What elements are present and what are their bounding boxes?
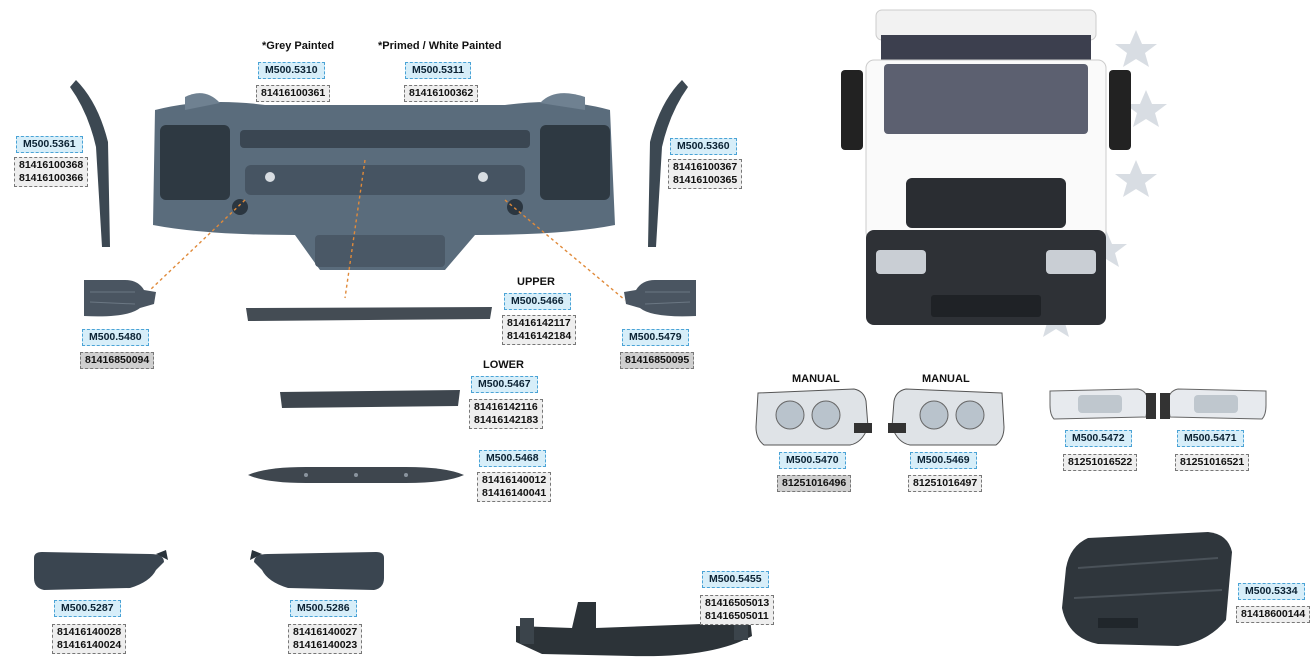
foglamp-left-image	[1049, 388, 1156, 420]
part-number: 81251016496	[782, 477, 847, 489]
front-bumper-image	[153, 93, 615, 270]
part-number: 81416140041	[482, 487, 547, 499]
part-code-step-left: M500.5287	[54, 600, 121, 617]
part-numbers-corner-left: 81416100368 81416100366	[14, 157, 89, 187]
part-code-foglamp-left: M500.5472	[1065, 430, 1132, 447]
headlamp-right-image	[888, 388, 1005, 446]
part-number: 81416100361	[261, 87, 326, 99]
part-number: 81416140027	[293, 626, 358, 638]
flap-right-image	[624, 280, 696, 317]
part-code-corner-right: M500.5360	[670, 138, 737, 155]
part-number: 81416142116	[474, 401, 538, 413]
part-number: 81416140028	[57, 626, 122, 638]
part-number: 81416140023	[293, 639, 358, 651]
part-code-step-right: M500.5286	[290, 600, 357, 617]
part-number: 81416140024	[57, 639, 122, 651]
step-cover-right-image	[250, 550, 384, 590]
part-code-battery-cover: M500.5334	[1238, 583, 1305, 600]
part-number: 81416850095	[625, 354, 690, 366]
part-code-headlamp-right: M500.5469	[910, 452, 977, 469]
part-number: 81416142117	[507, 317, 571, 329]
part-numbers-spoiler-lower: 81416142116 81416142183	[469, 399, 544, 429]
part-number: 81416142184	[507, 330, 572, 342]
spoiler-upper-image	[246, 307, 492, 321]
corner-left-image	[70, 80, 110, 247]
part-numbers-foglamp-left: 81251016522	[1063, 454, 1138, 471]
foglamp-right-image	[1160, 388, 1267, 420]
flap-left-image	[84, 280, 156, 317]
part-number: 81416505013	[705, 597, 770, 609]
header-upper: UPPER	[517, 276, 555, 288]
header-lower: LOWER	[483, 359, 524, 371]
part-code-bumper-primed: M500.5311	[405, 62, 471, 79]
part-numbers-headlamp-right: 81251016497	[908, 475, 983, 492]
part-numbers-bracket: 81416505013 81416505011	[700, 595, 775, 625]
part-numbers-corner-right: 81416100367 81416100365	[668, 159, 743, 189]
part-number: 81251016497	[913, 477, 978, 489]
part-code-foglamp-right: M500.5471	[1177, 430, 1244, 447]
part-number: 81418600144	[1241, 608, 1306, 620]
part-code-spoiler-bottom: M500.5468	[479, 450, 546, 467]
header-manual-left: MANUAL	[792, 373, 840, 385]
corner-right-image	[648, 80, 688, 247]
part-numbers-flap-right: 81416850095	[620, 352, 695, 369]
step-cover-left-image	[34, 550, 168, 590]
headlamp-left-image	[755, 388, 872, 446]
part-number: 81416142183	[474, 414, 539, 426]
part-number: 81416505011	[705, 610, 769, 622]
part-number: 81416100365	[673, 174, 738, 186]
part-number: 81251016521	[1180, 456, 1245, 468]
part-code-spoiler-upper: M500.5466	[504, 293, 571, 310]
part-code-corner-left: M500.5361	[16, 136, 83, 153]
spoiler-bottom-image	[248, 467, 464, 483]
part-code-flap-left: M500.5480	[82, 329, 149, 346]
part-numbers-step-left: 81416140028 81416140024	[52, 624, 127, 654]
part-number: 81416100362	[409, 87, 474, 99]
header-primed-white: *Primed / White Painted	[378, 40, 502, 52]
bracket-image	[516, 602, 752, 657]
part-number: 81416140012	[482, 474, 547, 486]
part-number: 81416850094	[85, 354, 150, 366]
part-code-bracket: M500.5455	[702, 571, 769, 588]
part-number: 81416100366	[19, 172, 84, 184]
part-numbers-foglamp-right: 81251016521	[1175, 454, 1250, 471]
battery-cover-image	[1062, 532, 1232, 646]
header-manual-right: MANUAL	[922, 373, 970, 385]
part-numbers-spoiler-bottom: 81416140012 81416140041	[477, 472, 552, 502]
part-numbers-battery-cover: 81418600144	[1236, 606, 1311, 623]
part-number: 81416100367	[673, 161, 738, 173]
header-grey-painted: *Grey Painted	[262, 40, 335, 52]
part-number: 81251016522	[1068, 456, 1133, 468]
part-code-headlamp-left: M500.5470	[779, 452, 846, 469]
part-numbers-flap-left: 81416850094	[80, 352, 155, 369]
part-numbers-bumper-primed: 81416100362	[404, 85, 479, 102]
spoiler-lower-image	[280, 390, 460, 408]
part-numbers-step-right: 81416140027 81416140023	[288, 624, 363, 654]
part-code-flap-right: M500.5479	[622, 329, 689, 346]
truck-image	[841, 9, 1167, 337]
part-numbers-bumper-grey: 81416100361	[256, 85, 331, 102]
part-numbers-spoiler-upper: 81416142117 81416142184	[502, 315, 577, 345]
part-code-bumper-grey: M500.5310	[258, 62, 325, 79]
part-number: 81416100368	[19, 159, 84, 171]
part-numbers-headlamp-left: 81251016496	[777, 475, 852, 492]
part-code-spoiler-lower: M500.5467	[471, 376, 538, 393]
